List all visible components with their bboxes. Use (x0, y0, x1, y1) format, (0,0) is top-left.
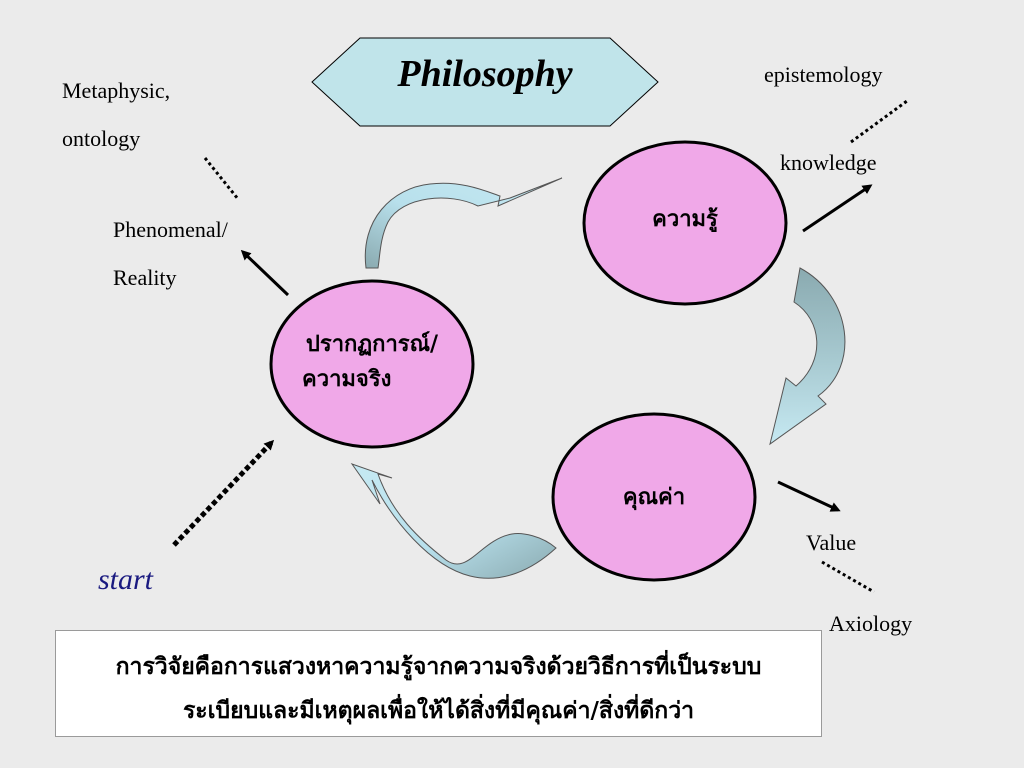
knowledge-label: knowledge (780, 150, 877, 175)
phenomenon-node-line1: ปรากฏการณ์/ (305, 332, 439, 357)
definition-box: การวิจัยคือการแสวงหาความรู้จากความจริงด้… (55, 630, 822, 737)
knowledge-node-label: ความรู้ (652, 207, 718, 232)
cycle-arrow-bottom-icon (350, 463, 557, 579)
phenomenal-arrow-icon (240, 249, 290, 297)
phenomenon-node-line2: ความจริง (302, 367, 392, 393)
diagram-title: Philosophy (397, 53, 573, 95)
title-hexagon-shape (311, 37, 659, 127)
value-node-shape (551, 412, 757, 582)
axiology-label: Axiology (829, 611, 913, 636)
phenomenon-node-label: ปรากฏการณ์/ ความจริง (272, 327, 472, 397)
knowledge-node-shape (582, 140, 788, 306)
start-label: start (98, 563, 154, 596)
epistemology-dotted-line (850, 99, 908, 144)
cycle-arrow-right-icon (769, 267, 846, 446)
value-node-label: คุณค่า (622, 485, 686, 510)
cycle-arrow-top-icon (364, 177, 563, 269)
axiology-dotted-line (821, 560, 875, 594)
metaphysic-label: Metaphysic, (62, 78, 171, 103)
phenomenal-label: Phenomenal/ (113, 217, 228, 242)
value-arrow-icon (777, 480, 841, 512)
ontology-dotted-line (203, 157, 240, 200)
ontology-label: ontology (62, 126, 141, 151)
start-arrow-icon (172, 439, 275, 547)
epistemology-label: epistemology (764, 62, 883, 87)
value-label: Value (806, 530, 857, 555)
phenomenon-node-shape (269, 279, 475, 449)
definition-line1: การวิจัยคือการแสวงหาความรู้จากความจริงด้… (115, 654, 762, 680)
knowledge-arrow-icon (802, 184, 873, 233)
definition-line2: ระเบียบและมีเหตุผลเพื่อให้ได้สิ่งที่มีคุ… (182, 698, 695, 724)
reality-label: Reality (113, 265, 177, 290)
